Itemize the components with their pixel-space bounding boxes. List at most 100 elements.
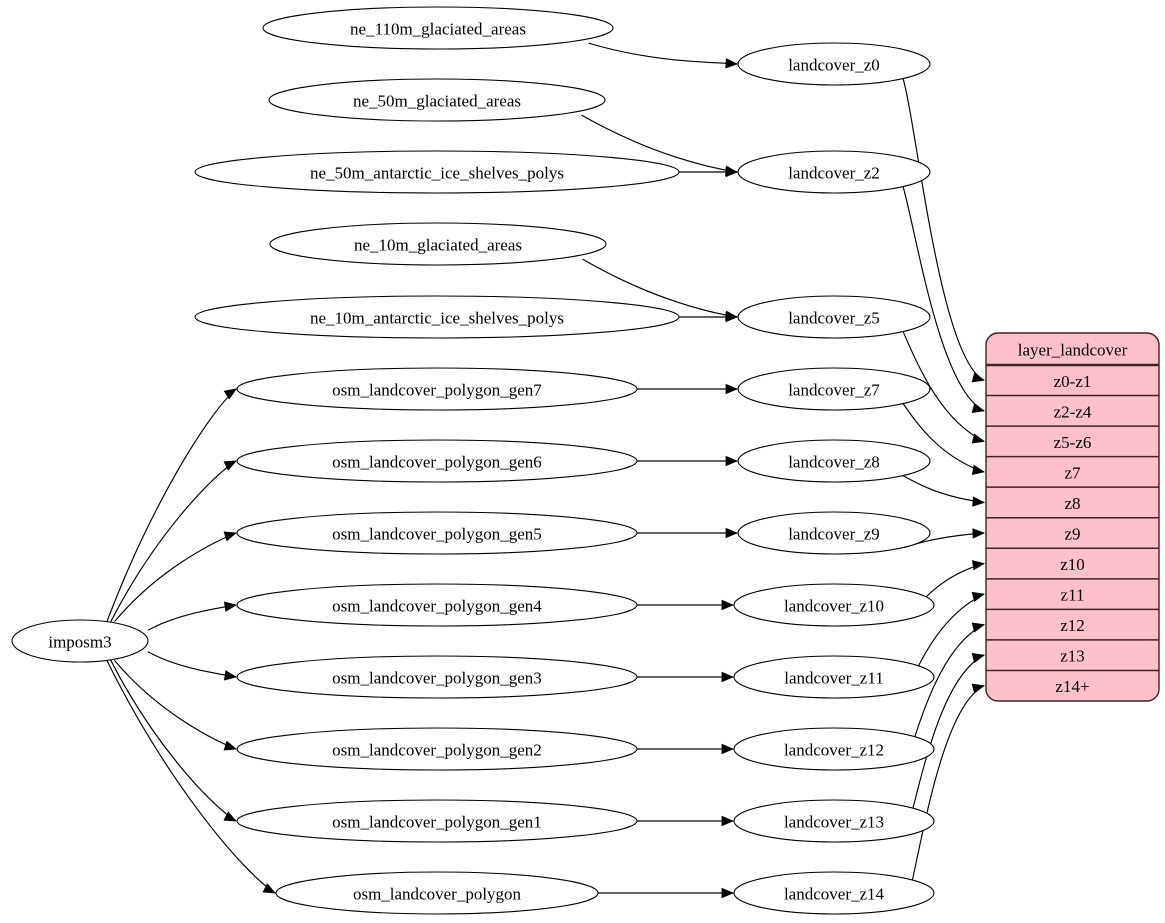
- edge-landcover_z2-to-layer_landcover-z2-z4: [902, 186, 985, 412]
- node-ne_50m_glaciated_areas[interactable]: ne_50m_glaciated_areas: [268, 78, 606, 122]
- node-landcover_z0[interactable]: landcover_z0: [737, 42, 931, 86]
- node-osm_landcover_polygon_gen2[interactable]: osm_landcover_polygon_gen2: [236, 727, 638, 771]
- edge-arrowhead: [223, 740, 237, 751]
- node-label: osm_landcover_polygon_gen2: [332, 741, 542, 760]
- node-label: osm_landcover_polygon_gen3: [332, 669, 542, 688]
- edge-imposm3-to-osm_landcover_polygon_gen7: [106, 388, 237, 622]
- node-label: osm_landcover_polygon_gen6: [332, 453, 542, 472]
- table-row-z2-z4[interactable]: z2-z4: [986, 396, 1159, 427]
- edge-arrowhead: [725, 527, 739, 539]
- node-osm_landcover_polygon_gen5[interactable]: osm_landcover_polygon_gen5: [236, 511, 638, 555]
- node-ellipse: [275, 871, 599, 915]
- edge-imposm3-to-osm_landcover_polygon_gen6: [110, 460, 237, 622]
- node-ellipse: [733, 583, 935, 627]
- node-imposm3[interactable]: imposm3: [11, 619, 149, 663]
- node-landcover_z11[interactable]: landcover_z11: [733, 655, 935, 699]
- node-osm_landcover_polygon_gen3[interactable]: osm_landcover_polygon_gen3: [236, 655, 638, 699]
- table-row-z10[interactable]: z10: [986, 548, 1159, 579]
- edge-imposm3-to-osm_landcover_polygon_gen3: [147, 651, 237, 678]
- node-label: landcover_z14: [784, 885, 885, 904]
- table-row-label: z12: [1060, 616, 1085, 635]
- node-ne_110m_glaciated_areas[interactable]: ne_110m_glaciated_areas: [262, 6, 614, 50]
- edge-landcover_z7-to-layer_landcover-z7: [902, 403, 985, 473]
- edge-arrowhead: [721, 671, 735, 683]
- node-label: osm_landcover_polygon_gen1: [332, 813, 542, 832]
- edge-arrowhead: [971, 433, 986, 444]
- table-row-z14plus[interactable]: z14+: [986, 670, 1159, 701]
- node-ne_10m_antarctic_ice_shelves_polys[interactable]: ne_10m_antarctic_ice_shelves_polys: [194, 295, 680, 339]
- node-landcover_z5[interactable]: landcover_z5: [737, 295, 931, 339]
- table-row-z7[interactable]: z7: [986, 457, 1159, 488]
- node-landcover_z7[interactable]: landcover_z7: [737, 367, 931, 411]
- table-row-label: z5-z6: [1054, 433, 1092, 452]
- node-ellipse: [236, 583, 638, 627]
- node-landcover_z13[interactable]: landcover_z13: [733, 799, 935, 843]
- node-ellipse: [236, 655, 638, 699]
- edge-landcover_z0-to-layer_landcover-z0-z1: [902, 78, 985, 381]
- node-osm_landcover_polygon_gen4[interactable]: osm_landcover_polygon_gen4: [236, 583, 638, 627]
- table-row-z5-z6[interactable]: z5-z6: [986, 426, 1159, 457]
- node-ellipse: [733, 655, 935, 699]
- edge-arrowhead: [262, 883, 276, 894]
- table-row-label: z8: [1064, 494, 1080, 513]
- edge-arrowhead: [223, 531, 237, 542]
- node-osm_landcover_polygon_gen7[interactable]: osm_landcover_polygon_gen7: [236, 367, 638, 411]
- edge-ne_110m_glaciated_areas-to-landcover_z0: [588, 42, 738, 65]
- node-ellipse: [236, 367, 638, 411]
- node-ne_50m_antarctic_ice_shelves_polys[interactable]: ne_50m_antarctic_ice_shelves_polys: [194, 150, 680, 194]
- edge-arrowhead: [721, 599, 735, 611]
- table-row-z0-z1[interactable]: z0-z1: [986, 365, 1159, 396]
- node-label: landcover_z5: [788, 309, 880, 328]
- table-row-z12[interactable]: z12: [986, 609, 1159, 640]
- layer-landcover-table[interactable]: layer_landcoverz0-z1z2-z4z5-z6z7z8z9z10z…: [985, 332, 1160, 702]
- node-ellipse: [737, 367, 931, 411]
- edge-landcover_z5-to-layer_landcover-z5-z6: [902, 331, 985, 442]
- node-osm_landcover_polygon_gen1[interactable]: osm_landcover_polygon_gen1: [236, 799, 638, 843]
- edge-arrowhead: [721, 887, 735, 899]
- table-row-z13[interactable]: z13: [986, 640, 1159, 671]
- table-row-z11[interactable]: z11: [986, 579, 1159, 610]
- node-label: ne_10m_antarctic_ice_shelves_polys: [310, 309, 564, 328]
- edge-imposm3-to-osm_landcover_polygon: [106, 660, 276, 894]
- edge-arrowhead: [972, 528, 986, 539]
- node-label: imposm3: [48, 633, 111, 652]
- edge-arrowhead: [725, 58, 739, 69]
- node-ellipse: [737, 42, 931, 86]
- node-landcover_z10[interactable]: landcover_z10: [733, 583, 935, 627]
- node-ellipse: [737, 150, 931, 194]
- node-label: landcover_z8: [788, 453, 880, 472]
- table-row-z8[interactable]: z8: [986, 487, 1159, 518]
- node-ellipse: [236, 727, 638, 771]
- node-ellipse: [194, 150, 680, 194]
- node-osm_landcover_polygon_gen6[interactable]: osm_landcover_polygon_gen6: [236, 439, 638, 483]
- edge-arrowhead: [223, 811, 237, 822]
- node-osm_landcover_polygon[interactable]: osm_landcover_polygon: [275, 871, 599, 915]
- node-label: landcover_z11: [784, 669, 883, 688]
- node-landcover_z12[interactable]: landcover_z12: [733, 727, 935, 771]
- table-row-z9[interactable]: z9: [986, 518, 1159, 549]
- node-landcover_z8[interactable]: landcover_z8: [737, 439, 931, 483]
- node-label: ne_110m_glaciated_areas: [350, 20, 526, 39]
- node-ellipse: [737, 439, 931, 483]
- node-ellipse: [262, 6, 614, 50]
- node-ellipse: [236, 511, 638, 555]
- node-landcover_z9[interactable]: landcover_z9: [737, 511, 931, 555]
- edge-landcover_z14-to-layer_landcover-z14-: [905, 685, 985, 908]
- node-ellipse: [236, 439, 638, 483]
- node-ne_10m_glaciated_areas[interactable]: ne_10m_glaciated_areas: [269, 222, 607, 266]
- edge-arrowhead: [971, 372, 986, 383]
- node-landcover_z2[interactable]: landcover_z2: [737, 150, 931, 194]
- node-label: landcover_z2: [788, 164, 880, 183]
- table-header-label: layer_landcover: [1018, 341, 1128, 360]
- edge-arrowhead: [725, 455, 739, 467]
- node-ellipse: [737, 511, 931, 555]
- table-row-label: z14+: [1055, 677, 1089, 696]
- node-landcover_z14[interactable]: landcover_z14: [733, 871, 935, 915]
- table-row-label: z9: [1064, 525, 1080, 544]
- node-ellipse: [236, 799, 638, 843]
- edge-arrowhead: [725, 311, 739, 323]
- node-ellipse: [733, 799, 935, 843]
- edge-landcover_z8-to-layer_landcover-z8: [902, 475, 985, 504]
